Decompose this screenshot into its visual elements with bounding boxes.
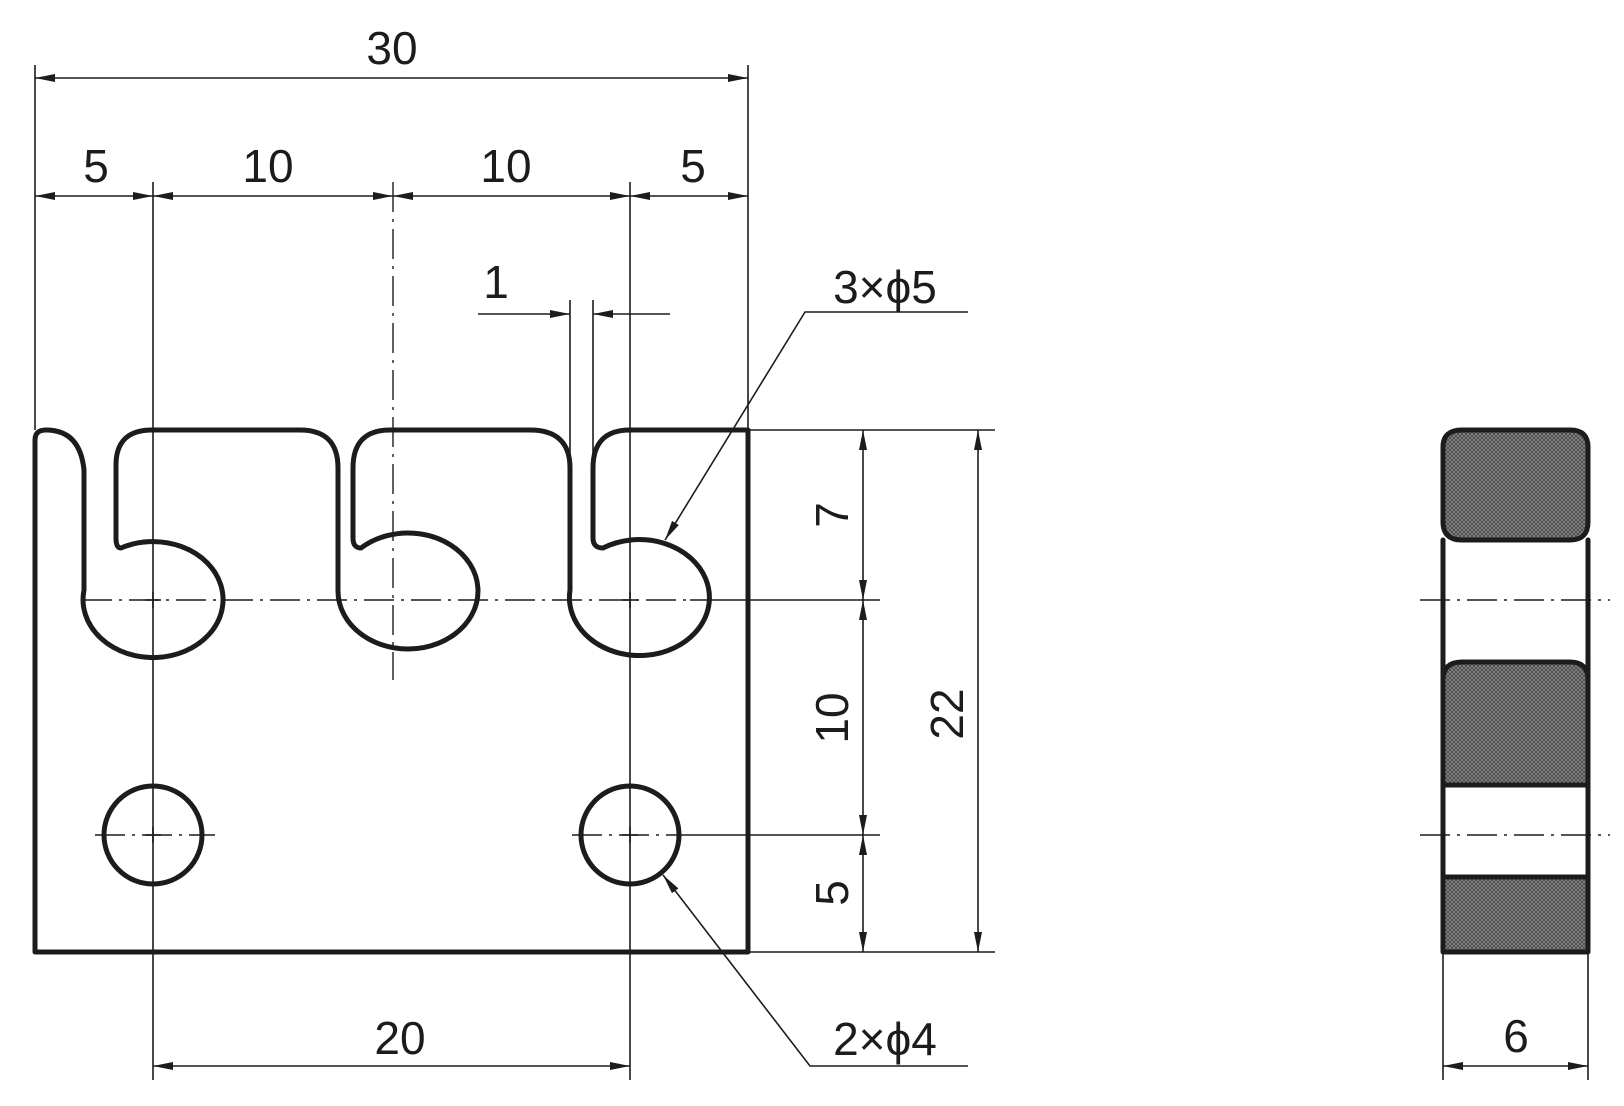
plate-outline — [32, 427, 751, 955]
dim-hole-pitch-1: 10 — [242, 140, 293, 192]
section-middle-block — [1440, 659, 1591, 788]
side-section-view: 6 — [1420, 427, 1610, 1080]
extension-lines — [34, 65, 995, 1080]
dim-lower-hole-spacing: 20 — [374, 1012, 425, 1064]
dimension-lines — [35, 74, 982, 1070]
callout-upper-holes: 3×ϕ5 — [833, 261, 937, 313]
dim-overall-width: 30 — [366, 22, 417, 74]
dim-left-edge-to-hole: 5 — [83, 140, 109, 192]
dim-top-to-upper-holes: 7 — [806, 502, 858, 528]
dim-thickness: 6 — [1503, 1010, 1529, 1062]
section-upper-block — [1440, 427, 1591, 543]
dim-slot-gap: 1 — [483, 256, 509, 308]
center-lines — [82, 182, 690, 843]
lower-hole-right — [578, 783, 682, 887]
section-lower-block — [1440, 874, 1591, 955]
dim-overall-height: 22 — [921, 688, 973, 739]
lower-hole-left — [101, 783, 205, 887]
callout-lower-holes: 2×ϕ4 — [833, 1013, 937, 1065]
dim-hole-pitch-2: 10 — [480, 140, 531, 192]
front-view: 30 5 10 10 5 1 3×ϕ5 2×ϕ4 20 7 10 5 22 — [32, 22, 995, 1080]
dim-upper-to-lower-holes: 10 — [806, 692, 858, 743]
dim-hole-to-right-edge: 5 — [680, 140, 706, 192]
leader-lines — [662, 311, 968, 1067]
dim-lower-holes-to-bottom: 5 — [806, 880, 858, 906]
